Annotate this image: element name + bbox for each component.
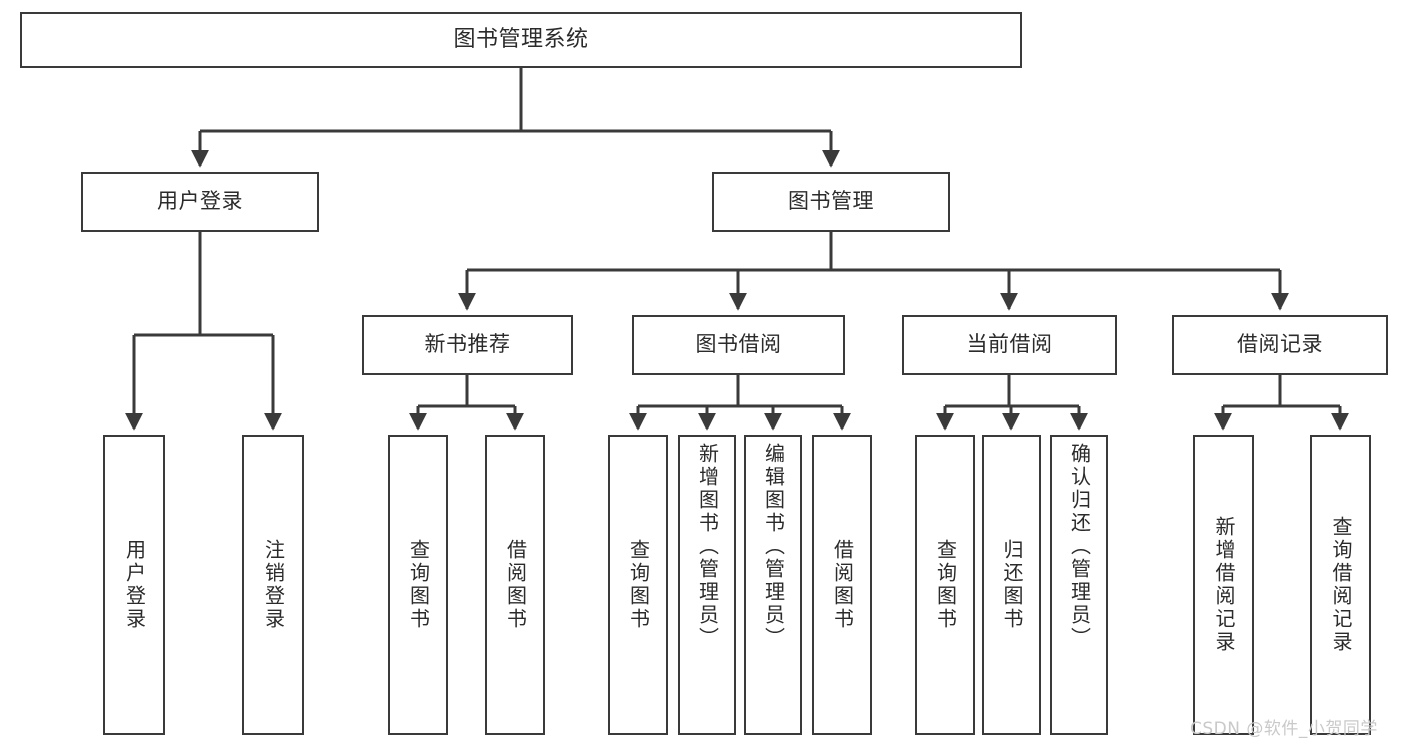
node-leaf-query-book-2[interactable]: 查询图书 <box>608 435 668 735</box>
node-borrow-record[interactable]: 借阅记录 <box>1172 315 1388 375</box>
node-label: 图书借阅 <box>695 332 782 357</box>
csdn-watermark: CSDN @软件_小贺同学 <box>1190 719 1378 739</box>
node-new-book-rec[interactable]: 新书推荐 <box>362 315 573 375</box>
node-label: 用户登录 <box>122 539 147 631</box>
node-label: 借阅图书 <box>503 539 528 631</box>
node-label: 新增图书（管理员） <box>695 443 720 650</box>
node-leaf-borrow-book-1[interactable]: 借阅图书 <box>485 435 545 735</box>
node-label: 新书推荐 <box>424 332 511 357</box>
node-current-borrow[interactable]: 当前借阅 <box>902 315 1117 375</box>
node-leaf-confirm-return-admin[interactable]: 确认归还（管理员） <box>1050 435 1108 735</box>
node-label: 用户登录 <box>157 189 243 214</box>
node-leaf-query-book-3[interactable]: 查询图书 <box>915 435 975 735</box>
node-label: 新增借阅记录 <box>1212 516 1236 654</box>
node-leaf-return-book[interactable]: 归还图书 <box>982 435 1041 735</box>
node-label: 注销登录 <box>261 539 286 631</box>
node-leaf-add-borrow-record[interactable]: 新增借阅记录 <box>1193 435 1254 735</box>
node-label: 查询图书 <box>933 539 958 631</box>
node-leaf-query-book-1[interactable]: 查询图书 <box>388 435 448 735</box>
node-leaf-logout[interactable]: 注销登录 <box>242 435 304 735</box>
node-leaf-query-borrow-record[interactable]: 查询借阅记录 <box>1310 435 1371 735</box>
node-label: 当前借阅 <box>966 332 1053 357</box>
node-label: 查询借阅记录 <box>1329 516 1353 654</box>
node-label: 图书管理 <box>788 189 874 214</box>
node-book-manage[interactable]: 图书管理 <box>712 172 950 232</box>
node-leaf-edit-book-admin[interactable]: 编辑图书（管理员） <box>744 435 802 735</box>
node-leaf-borrow-book-2[interactable]: 借阅图书 <box>812 435 872 735</box>
node-label: 图书管理系统 <box>453 26 589 52</box>
node-root[interactable]: 图书管理系统 <box>20 12 1022 68</box>
node-leaf-add-book-admin[interactable]: 新增图书（管理员） <box>678 435 736 735</box>
node-label: 确认归还（管理员） <box>1067 443 1092 650</box>
node-label: 借阅图书 <box>830 539 855 631</box>
node-label: 编辑图书（管理员） <box>761 443 786 650</box>
node-label: 借阅记录 <box>1237 332 1323 357</box>
node-leaf-user-login[interactable]: 用户登录 <box>103 435 165 735</box>
node-book-borrow[interactable]: 图书借阅 <box>632 315 845 375</box>
node-label: 查询图书 <box>406 539 431 631</box>
node-label: 归还图书 <box>1000 539 1024 631</box>
node-user-login[interactable]: 用户登录 <box>81 172 319 232</box>
node-label: 查询图书 <box>626 539 651 631</box>
